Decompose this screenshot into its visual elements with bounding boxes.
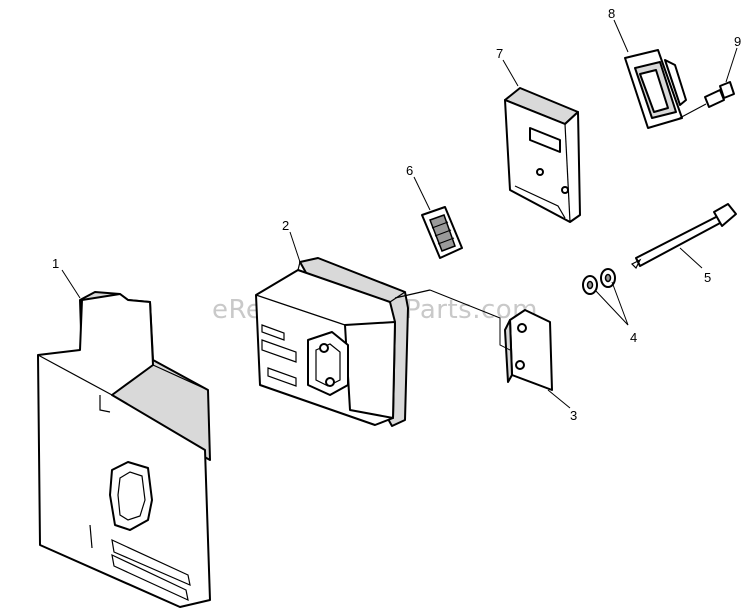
part-1-heat-shield xyxy=(37,291,211,608)
callout-2: 2 xyxy=(282,218,289,233)
part-7-cover xyxy=(504,87,581,223)
callout-1: 1 xyxy=(52,256,59,271)
part-4-washers xyxy=(582,268,616,295)
leader-8 xyxy=(613,19,629,53)
leader-4 xyxy=(594,281,629,326)
part-5-long-bolt xyxy=(630,203,737,270)
part-9-screw xyxy=(675,81,735,121)
leader-9 xyxy=(725,47,738,83)
leader-1 xyxy=(61,269,81,299)
part-8-deflector xyxy=(624,49,687,129)
leader-6 xyxy=(413,176,431,211)
leader-3 xyxy=(547,389,571,409)
part-6-screen xyxy=(421,206,463,259)
leader-5 xyxy=(679,247,703,269)
callout-3: 3 xyxy=(570,408,577,423)
callout-6: 6 xyxy=(406,163,413,178)
callout-8: 8 xyxy=(608,6,615,21)
part-2-muffler xyxy=(255,257,431,427)
leader-2 xyxy=(289,231,301,263)
callout-7: 7 xyxy=(496,46,503,61)
callout-4: 4 xyxy=(630,330,637,345)
callout-5: 5 xyxy=(704,270,711,285)
leader-7 xyxy=(502,59,519,87)
part-3-bracket xyxy=(429,289,553,391)
callout-9: 9 xyxy=(734,34,741,49)
